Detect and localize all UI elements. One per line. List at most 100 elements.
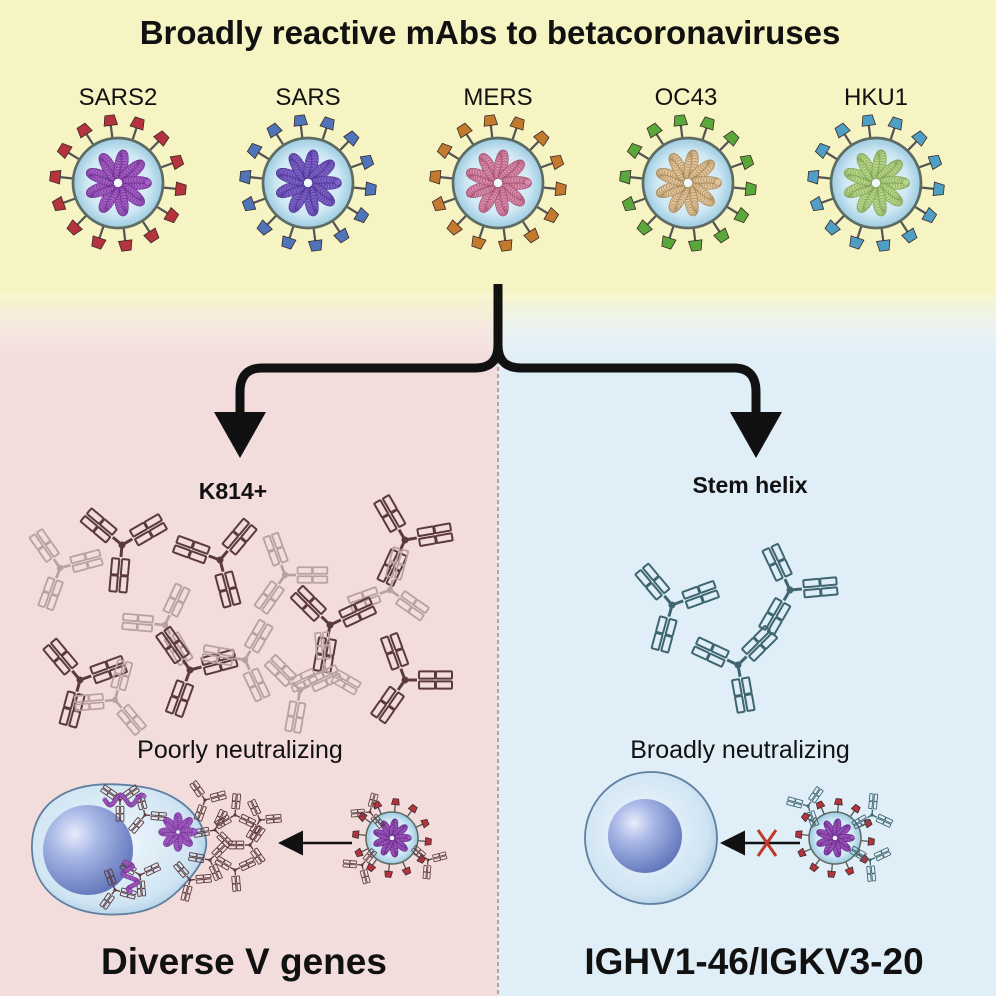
spike-stalk bbox=[906, 140, 918, 152]
spike-stalk bbox=[801, 833, 810, 837]
spike-head bbox=[91, 235, 107, 250]
spike-head bbox=[103, 114, 119, 127]
spike-stalk bbox=[845, 861, 850, 870]
spike-stalk bbox=[803, 848, 812, 853]
right-arrowhead bbox=[730, 412, 782, 458]
spike-stalk bbox=[257, 151, 271, 161]
spike-head bbox=[844, 866, 855, 876]
antibody-10 bbox=[73, 658, 147, 736]
b-cell-receptor-6 bbox=[193, 808, 233, 848]
b-cell-receptor-12 bbox=[245, 798, 282, 841]
spike-head bbox=[824, 219, 841, 236]
virus-mers bbox=[429, 114, 567, 252]
spike-stalk bbox=[679, 124, 684, 139]
spike-head bbox=[293, 114, 309, 127]
spike-head bbox=[66, 219, 83, 236]
spike-stalk bbox=[528, 140, 540, 152]
right-caption: Broadly neutralizing bbox=[630, 736, 850, 764]
spike-head bbox=[543, 206, 560, 224]
antibody-8 bbox=[290, 585, 377, 674]
spike-head bbox=[353, 206, 370, 224]
viral-core bbox=[85, 149, 152, 217]
spike-head bbox=[401, 866, 412, 876]
spike-head bbox=[117, 239, 133, 252]
figure-title: Broadly reactive mAbs to betacoronavirus… bbox=[140, 14, 841, 51]
branch-arrow bbox=[214, 284, 782, 458]
viral-core bbox=[843, 149, 910, 217]
spike-stalk bbox=[830, 863, 834, 872]
spike-head bbox=[76, 122, 93, 139]
right-b-cell-nucleus bbox=[608, 799, 682, 873]
spike-head bbox=[554, 181, 567, 196]
spike-head bbox=[143, 227, 160, 244]
bound-antibody-2 bbox=[411, 845, 448, 880]
spike-stalk bbox=[820, 197, 835, 205]
left-antibody-cluster bbox=[28, 494, 454, 736]
antibody-4 bbox=[253, 531, 329, 615]
bound-antibody-1 bbox=[350, 792, 385, 829]
spike-stalk bbox=[415, 823, 424, 828]
b-cell-receptor-8 bbox=[173, 861, 212, 902]
spike-head bbox=[129, 116, 145, 131]
spike-stalk bbox=[834, 214, 846, 226]
spike-head bbox=[51, 195, 67, 212]
right-b-cell-scene bbox=[584, 771, 894, 905]
spike-head bbox=[833, 798, 843, 806]
spike-head bbox=[887, 116, 903, 131]
spike-head bbox=[723, 130, 740, 147]
spike-stalk bbox=[377, 806, 382, 815]
spike-stalk bbox=[312, 227, 317, 242]
spike-head bbox=[354, 847, 364, 858]
spike-head bbox=[850, 803, 861, 814]
spike-head bbox=[372, 800, 383, 810]
spike-head bbox=[366, 862, 377, 873]
spike-stalk bbox=[360, 848, 369, 853]
spike-stalk bbox=[67, 151, 81, 161]
spike-stalk bbox=[62, 197, 77, 205]
spike-stalk bbox=[249, 176, 264, 180]
spike-stalk bbox=[825, 151, 839, 161]
spike-stalk bbox=[266, 214, 278, 226]
spike-head bbox=[687, 239, 703, 252]
spike-stalk bbox=[867, 124, 872, 139]
virus-label-sars: SARS bbox=[275, 84, 340, 111]
spike-stalk bbox=[402, 861, 407, 870]
b-cell-receptor-7 bbox=[188, 842, 228, 882]
spike-head bbox=[849, 235, 865, 250]
spike-stalk bbox=[732, 186, 747, 190]
spike-stalk bbox=[98, 225, 105, 239]
spike-head bbox=[436, 142, 453, 160]
left-b-cell-receptors bbox=[99, 780, 282, 910]
spike-stalk bbox=[692, 227, 697, 242]
viral-core bbox=[275, 149, 342, 217]
spike-stalk bbox=[393, 804, 397, 813]
spike-stalk bbox=[162, 186, 177, 190]
spike-stalk bbox=[718, 140, 730, 152]
spike-head bbox=[827, 870, 837, 878]
spike-stalk bbox=[880, 227, 885, 242]
spike-head bbox=[497, 239, 513, 252]
spike-stalk bbox=[275, 133, 285, 146]
spike-stalk bbox=[59, 176, 74, 180]
blocked-cross-icon bbox=[756, 829, 778, 857]
spike-head bbox=[901, 227, 918, 244]
spike-head bbox=[875, 239, 891, 252]
antibody-5 bbox=[373, 494, 454, 587]
spike-stalk bbox=[843, 133, 853, 146]
spike-stalk bbox=[358, 833, 367, 837]
spike-head bbox=[319, 116, 335, 131]
spike-head bbox=[861, 114, 877, 127]
spike-head bbox=[407, 803, 418, 814]
left-b-cell-nucleus bbox=[43, 805, 133, 895]
spike-stalk bbox=[646, 214, 658, 226]
spike-stalk bbox=[352, 186, 367, 190]
spike-head bbox=[713, 227, 730, 244]
virus-label-oc43: OC43 bbox=[655, 84, 718, 111]
spike-head bbox=[927, 154, 943, 171]
spike-stalk bbox=[655, 133, 665, 146]
spike-stalk bbox=[511, 127, 518, 141]
right-footer: IGHV1-46/IGKV3-20 bbox=[584, 941, 923, 982]
spike-stalk bbox=[76, 214, 88, 226]
spike-head bbox=[626, 142, 643, 160]
spike-stalk bbox=[817, 176, 832, 180]
